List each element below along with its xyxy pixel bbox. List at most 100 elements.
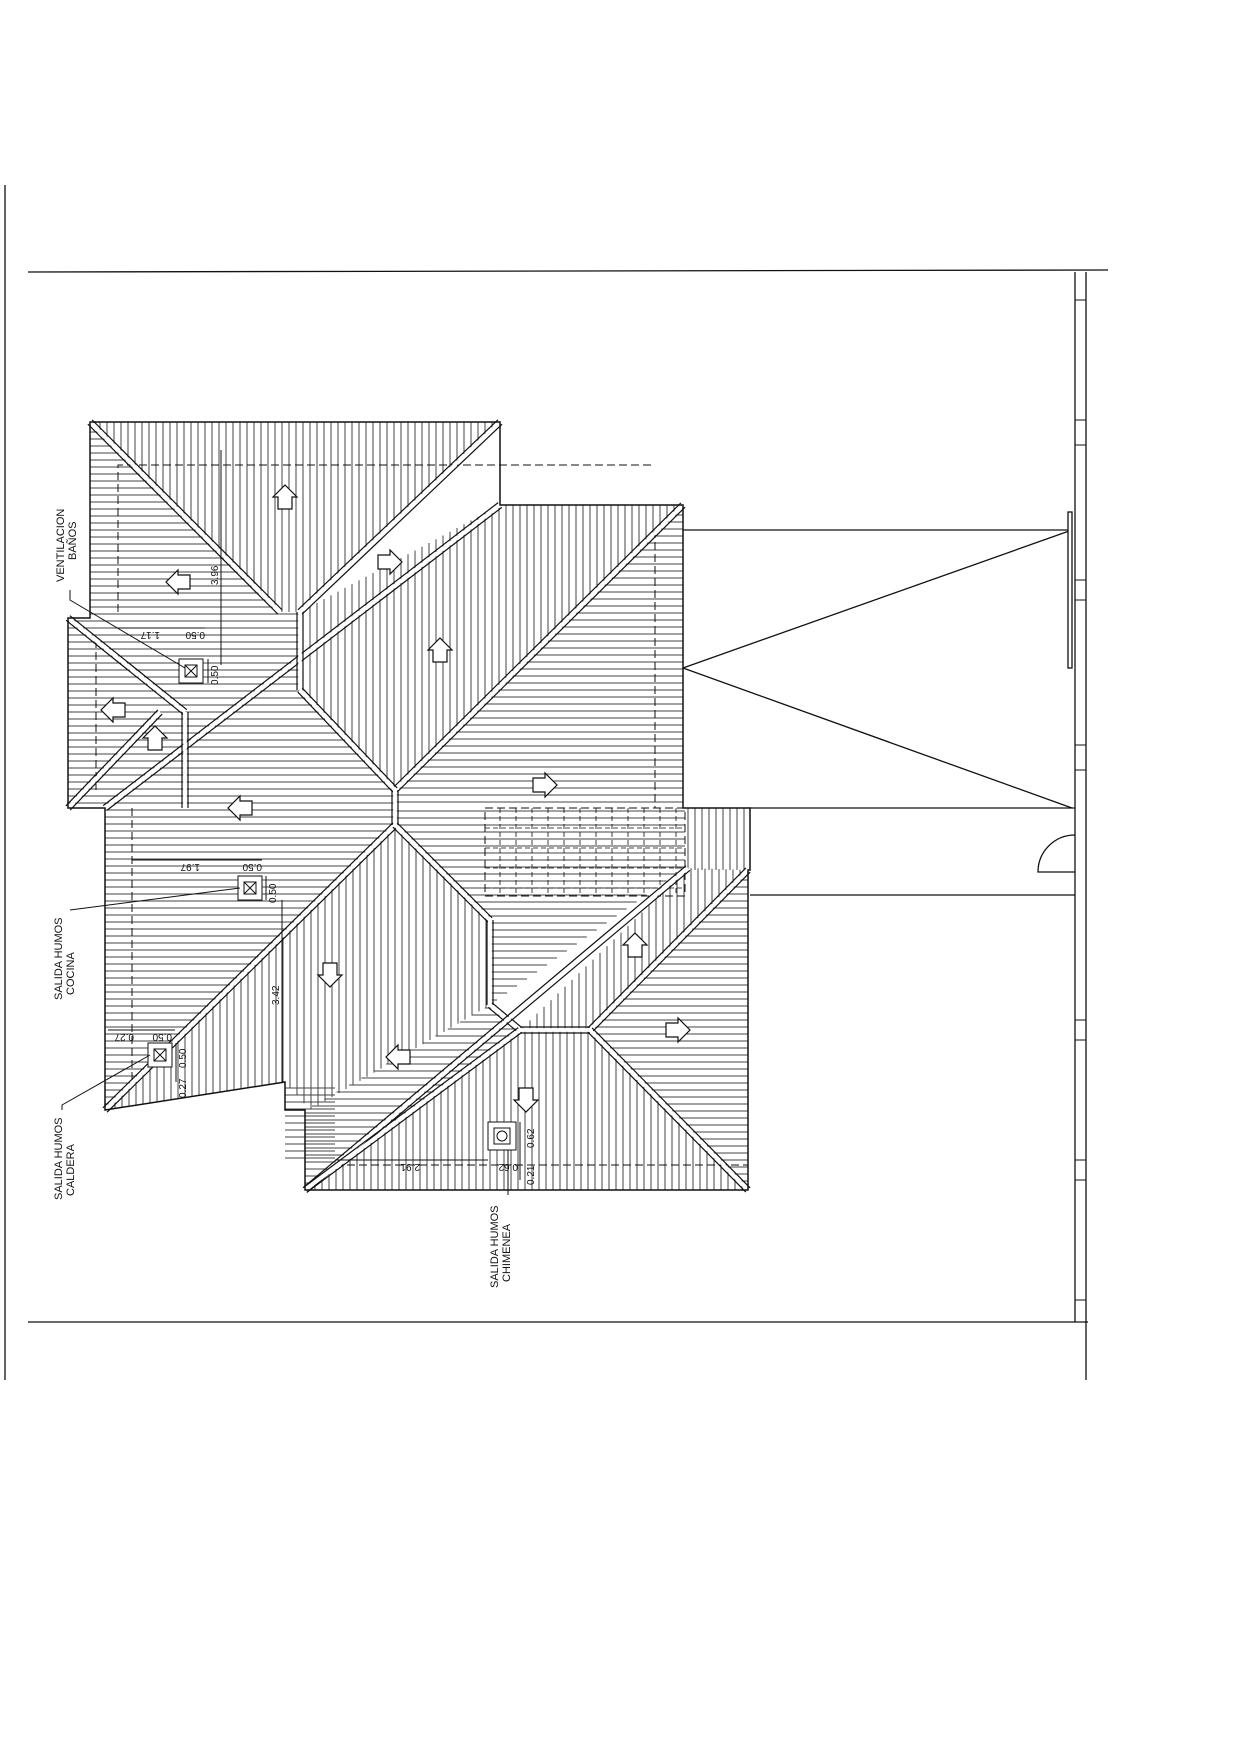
label-salida-humos-chimenea: SALIDA HUMOS CHIMENEA	[489, 1205, 513, 1288]
roof-outline	[67, 421, 751, 1191]
hip-line	[392, 826, 489, 923]
hip-line	[396, 822, 493, 919]
slope-arrow-down-icon	[512, 1087, 540, 1113]
roof-ridges	[65, 419, 751, 1193]
arrow-shape	[532, 771, 558, 799]
hip-line	[106, 506, 503, 811]
label-salida-humos-cocina: SALIDA HUMOS COCINA	[53, 917, 77, 1000]
dim-text: 0.27	[178, 1078, 189, 1098]
hip-line	[591, 1027, 751, 1189]
dim-text: 0.62	[526, 1128, 537, 1148]
label-text: COCINA	[65, 952, 77, 995]
arrow-shape	[426, 637, 454, 663]
leader-lines	[61, 590, 509, 1195]
fence-posts	[1075, 299, 1086, 1301]
hip-line-fill	[588, 1028, 750, 1192]
dim-text: 0.50	[178, 1048, 189, 1068]
slope-arrow-down-icon	[316, 962, 344, 988]
dimension-texts: 3.96 1.17 0.50 0.50 1.97 0.50 0.50 3.42 …	[114, 565, 537, 1185]
hip-line	[306, 869, 691, 1193]
hip-line	[302, 1027, 519, 1189]
slope-arrow-right-icon	[665, 1016, 691, 1044]
hip-line	[301, 687, 398, 789]
hip-line	[69, 713, 163, 811]
label-text: CHIMENEA	[501, 1223, 513, 1282]
slope-arrow-left-icon	[227, 794, 253, 822]
vent-banos	[178, 658, 204, 684]
hip-line	[301, 423, 503, 615]
hip-line	[392, 502, 682, 789]
hip-line-fill	[588, 868, 750, 1032]
arrow-shape	[316, 962, 344, 988]
hip-line-fill	[66, 710, 162, 810]
dimension-lines	[108, 450, 521, 1180]
hip-line	[491, 1002, 523, 1029]
eave-lines	[95, 464, 748, 1166]
vent-chimenea	[487, 1121, 517, 1151]
slope-arrow-up-icon	[141, 725, 169, 751]
slope-arrows	[100, 484, 691, 1113]
dim-text: 1.97	[180, 861, 200, 872]
label-salida-humos-caldera: SALIDA HUMOS CALDERA	[53, 1117, 77, 1200]
hip-line	[587, 1031, 747, 1193]
roof-hatching	[68, 422, 748, 1190]
dim-text: 3.96	[210, 565, 221, 585]
site-boundary	[4, 185, 1109, 1380]
hip-line	[297, 691, 394, 793]
label-text: VENTILACION	[55, 509, 67, 582]
arrow-shape	[100, 696, 126, 724]
slope-arrow-right-icon	[532, 771, 558, 799]
label-text: BAÑOS	[66, 521, 79, 560]
hip-line-fill	[298, 420, 502, 614]
stairs-grid	[485, 808, 685, 896]
hip-line	[591, 871, 751, 1033]
hip-line-fill	[303, 1028, 522, 1192]
arrow-shape	[141, 725, 169, 751]
slope-arrow-left-icon	[100, 696, 126, 724]
label-text: CALDERA	[65, 1143, 77, 1196]
hip-line	[396, 506, 686, 793]
hip-line-fill	[66, 616, 187, 714]
dim-text: 2.91	[400, 1161, 420, 1172]
arrow-shape	[227, 794, 253, 822]
hip-line	[587, 867, 747, 1029]
hip-line-fill	[393, 823, 492, 922]
slope-arrow-up-icon	[426, 637, 454, 663]
dim-text: 1.17	[140, 629, 160, 640]
label-text: SALIDA HUMOS	[53, 1117, 65, 1200]
hip-line-fill	[393, 503, 685, 792]
arrow-shape	[385, 1043, 411, 1071]
roof-outlines	[67, 421, 751, 1191]
dim-text: 0.21	[526, 1165, 537, 1185]
hip-line	[87, 423, 279, 615]
hip-line	[302, 865, 687, 1189]
hip-line	[91, 419, 283, 611]
dim-text: 0.62	[498, 1161, 518, 1172]
dim-text: 3.42	[271, 985, 282, 1005]
slope-arrow-left-icon	[385, 1043, 411, 1071]
slope-arrow-up-icon	[271, 484, 299, 510]
arrow-shape	[665, 1016, 691, 1044]
arrow-shape	[271, 484, 299, 510]
arrow-shape	[512, 1087, 540, 1113]
vent-cocina	[237, 875, 263, 901]
dim-text: 0.27	[114, 1031, 134, 1042]
hip-line-fill	[298, 688, 397, 792]
label-ventilacion-banos: VENTILACION BAÑOS	[55, 509, 79, 582]
dim-text: 0.50	[152, 1031, 172, 1042]
hip-line-fill	[88, 420, 282, 614]
vent-caldera	[147, 1042, 173, 1068]
hip-line-fill	[303, 866, 690, 1192]
slope-arrow-up-icon	[621, 932, 649, 958]
dim-text: 0.50	[268, 883, 279, 903]
hip-line	[69, 615, 188, 711]
dim-text: 0.50	[185, 629, 205, 640]
dim-text: 0.50	[242, 861, 262, 872]
hip-line	[306, 1031, 523, 1193]
arrow-shape	[377, 548, 403, 576]
label-text: SALIDA HUMOS	[489, 1205, 501, 1288]
dim-text: 0.50	[210, 665, 221, 685]
slope-arrow-right-icon	[377, 548, 403, 576]
hip-line	[65, 619, 184, 715]
